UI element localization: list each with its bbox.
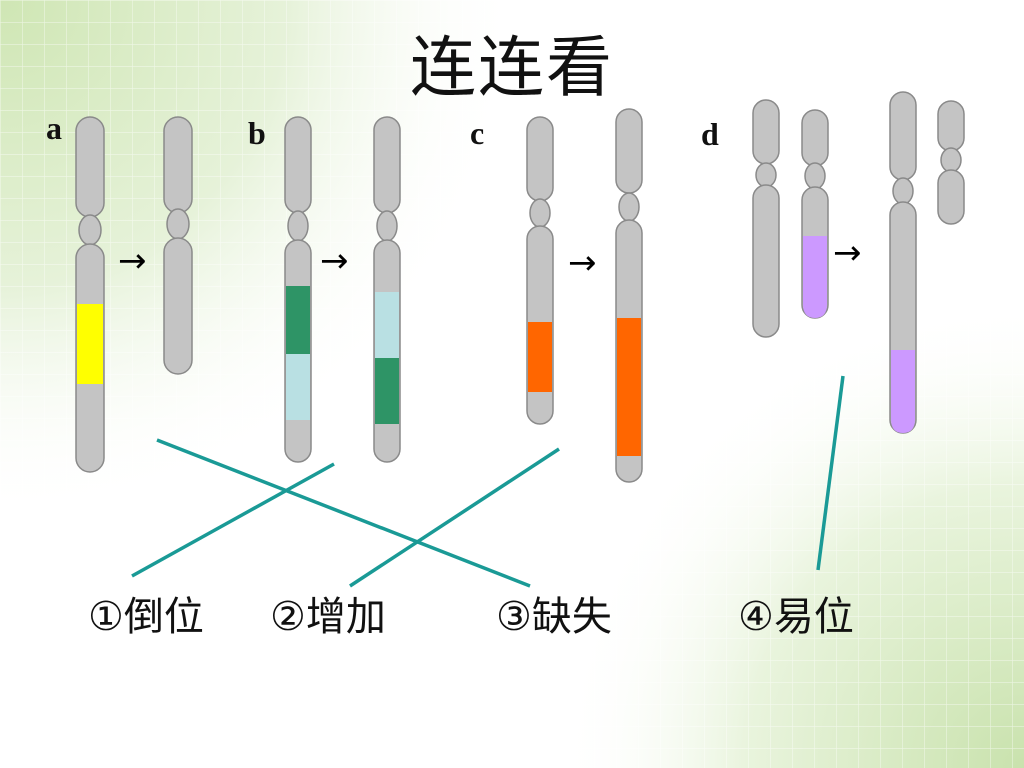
yellow-segment	[77, 304, 103, 384]
panel-label-d: d	[701, 116, 719, 152]
panel-d-chromosome-1	[752, 99, 780, 338]
orange-segment	[528, 322, 552, 392]
panel-label-c: c	[470, 115, 485, 151]
match-line-a-3	[156, 438, 531, 588]
panel-d-result-chromosome-2	[937, 100, 965, 225]
panel-c-result-chromosome	[615, 108, 643, 483]
option-deletion: ③缺失	[496, 594, 612, 640]
orange-segment	[617, 318, 641, 388]
panel-d-chromosome-2	[801, 109, 829, 319]
panel-b-arrow: →	[320, 241, 349, 281]
panel-b-result-chromosome	[373, 116, 401, 463]
panel-c-original-chromosome	[526, 116, 554, 425]
panel-d-result-chromosome-1	[889, 91, 917, 434]
orange-segment-duplicate	[617, 388, 641, 456]
panel-a-original-chromosome	[75, 116, 105, 473]
dark-green-segment	[375, 358, 399, 424]
option-translocation: ④易位	[738, 594, 854, 640]
option-duplication: ②增加	[270, 594, 386, 640]
panel-c-arrow: →	[568, 243, 597, 283]
purple-segment	[803, 236, 827, 318]
purple-segment	[891, 350, 915, 433]
panel-b-original-chromosome	[284, 116, 312, 463]
panel-a-result-chromosome	[163, 116, 193, 375]
panel-label-a: a	[46, 110, 62, 146]
slide-title: 连连看	[410, 29, 614, 106]
dark-green-segment	[286, 286, 310, 354]
light-blue-segment	[286, 354, 310, 420]
light-blue-segment	[375, 292, 399, 358]
match-line-b-1	[131, 462, 335, 578]
match-line-c-2	[349, 447, 560, 588]
match-line-d-4	[816, 375, 845, 571]
panel-d-arrow: →	[833, 233, 862, 273]
panel-a-arrow: →	[118, 241, 147, 281]
option-inversion: ①倒位	[88, 594, 204, 640]
panel-label-b: b	[248, 115, 266, 151]
